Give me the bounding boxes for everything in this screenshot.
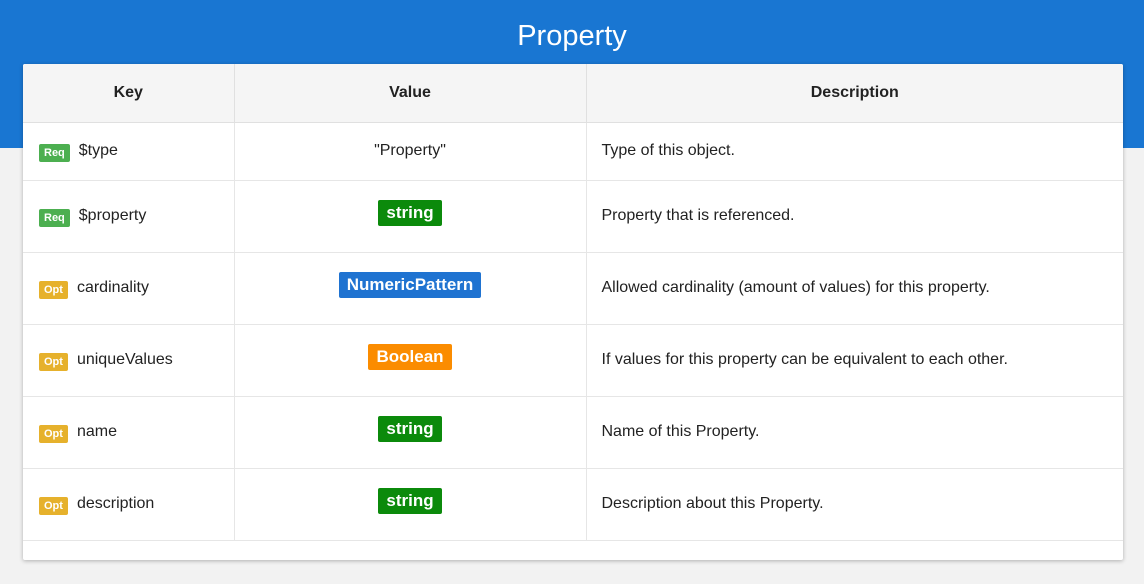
required-badge: Req [39, 143, 70, 162]
value-cell: string [234, 468, 587, 541]
optional-badge: Opt [39, 280, 68, 299]
literal-value: "Property" [374, 142, 446, 159]
description-cell: Name of this Property. [586, 396, 1123, 469]
table-row: Opt cardinality NumericPattern Allowed ca… [23, 252, 1123, 325]
string-type-badge[interactable]: string [378, 200, 442, 226]
boolean-type-badge[interactable]: Boolean [368, 344, 452, 370]
page-title: Property [517, 20, 627, 52]
key-name: description [76, 494, 155, 512]
optional-badge: Opt [39, 496, 68, 515]
table-row: Opt description string Description about … [23, 468, 1123, 541]
required-badge: Req [39, 208, 70, 227]
key-name: name [76, 422, 117, 440]
key-cell: Opt description [23, 468, 235, 541]
numeric-pattern-type-badge[interactable]: NumericPattern [338, 272, 482, 298]
description-cell: Property that is referenced. [586, 180, 1123, 253]
table-row: Req $property string Property that is ref… [23, 180, 1123, 253]
optional-badge: Opt [39, 424, 68, 443]
key-name: $type [78, 141, 118, 159]
key-cell: Opt uniqueValues [23, 324, 235, 397]
description-cell: If values for this property can be equiv… [586, 324, 1123, 397]
optional-badge: Opt [39, 352, 68, 371]
value-cell: NumericPattern [234, 252, 587, 325]
key-name: $property [78, 206, 147, 224]
value-cell: string [234, 396, 587, 469]
description-cell: Description about this Property. [586, 468, 1123, 541]
table-row: Opt uniqueValues Boolean If values for th… [23, 324, 1123, 397]
description-cell: Type of this object. [586, 122, 1123, 181]
key-cell: Req $type [23, 122, 235, 181]
table-header-row: Key Value Description [23, 64, 1123, 123]
value-cell: string [234, 180, 587, 253]
key-cell: Opt cardinality [23, 252, 235, 325]
table-row: Req $type "Property" Type of this object. [23, 122, 1123, 181]
key-name: cardinality [76, 278, 149, 296]
string-type-badge[interactable]: string [378, 488, 442, 514]
value-cell: "Property" [234, 122, 587, 181]
column-header-value: Value [234, 64, 587, 123]
column-header-key: Key [23, 64, 235, 123]
column-header-description: Description [586, 64, 1123, 123]
description-cell: Allowed cardinality (amount of values) f… [586, 252, 1123, 325]
string-type-badge[interactable]: string [378, 416, 442, 442]
key-name: uniqueValues [76, 350, 173, 368]
property-table-card: Key Value Description Req $type "Property… [23, 64, 1123, 560]
value-cell: Boolean [234, 324, 587, 397]
key-cell: Req $property [23, 180, 235, 253]
property-table: Key Value Description Req $type "Property… [23, 64, 1123, 541]
